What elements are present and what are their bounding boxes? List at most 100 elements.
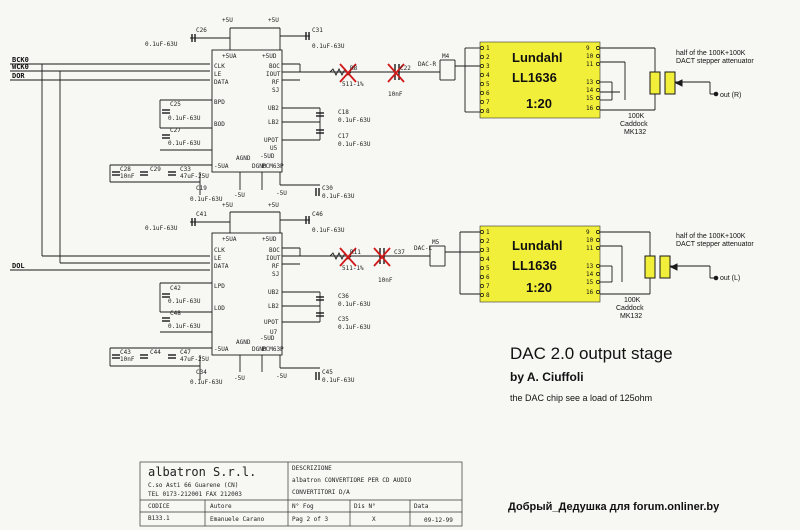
cap-ref: C28 <box>120 166 131 173</box>
transformer-pin-left: 1 <box>486 45 490 52</box>
power-bot-label: +5U <box>222 202 233 209</box>
resistor-ref-bot: R11 <box>350 249 361 256</box>
cap-val: 0.1uF-63U <box>168 323 201 330</box>
chip-bot-pin: BOC <box>269 247 280 254</box>
transformer-pin-left-dot <box>480 64 484 68</box>
nfog-value: Pag 2 of 3 <box>292 516 329 523</box>
atten-note-bot-2: DACT stepper attenuator <box>676 241 754 248</box>
chip-ref-top: U5 <box>270 145 278 152</box>
cap-val: 0.1uF-63U <box>312 43 345 50</box>
chip-top-pin: SJ <box>272 87 279 94</box>
chip-bot-pin: +5UA <box>222 236 237 243</box>
net-dac-l: DAC-L <box>414 245 432 252</box>
transformer-brand-bot: Lundahl <box>512 238 563 253</box>
neg-top-label: -5U <box>234 192 245 199</box>
chip-bot-pin: AGND <box>236 339 251 346</box>
transformer-pin-right-dot <box>596 246 600 250</box>
chip-top-pin: DGND <box>252 163 267 170</box>
transformer-brand-top: Lundahl <box>512 50 563 65</box>
chip-ref-bot: U7 <box>270 329 278 336</box>
transformer-pin-right: 10 <box>586 237 594 244</box>
chip-bot-pin: LB2 <box>268 303 279 310</box>
autore-value: Emanuele Carano <box>210 516 265 523</box>
cap-ref: C34 <box>196 369 207 376</box>
chip-bot-pin: UPOT <box>264 319 279 326</box>
transformer-pin-left: 3 <box>486 247 490 254</box>
transformer-pin-left: 1 <box>486 229 490 236</box>
cap-ref: C19 <box>196 185 207 192</box>
transformer-model-bot: LL1636 <box>512 258 557 273</box>
resistor-mk-bot: MK132 <box>620 313 642 320</box>
transformer-pin-right: 16 <box>586 289 594 296</box>
chip-bot-pin: +5UD <box>262 236 277 243</box>
atten-note-bot-1: half of the 100K+100K <box>676 233 746 240</box>
chip-top-pin: UB2 <box>268 105 279 112</box>
transformer-pin-right: 14 <box>586 87 594 94</box>
cap-out-val-top: 10nF <box>388 91 403 98</box>
cap-val: 0.1uF-63U <box>312 227 345 234</box>
transformer-pin-right: 10 <box>586 53 594 60</box>
transformer-pin-left: 6 <box>486 90 490 97</box>
chip-top-pin: IOUT <box>266 71 281 78</box>
transformer-pin-right: 16 <box>586 105 594 112</box>
transformer-pin-right-dot <box>596 88 600 92</box>
chip-bot-pin: -5UD <box>260 335 275 342</box>
dis-label: Dis N° <box>354 503 376 510</box>
chip-bot-pin: LOD <box>214 305 225 312</box>
resistor-100k-bot: 100K <box>624 297 641 304</box>
load-caption: the DAC chip see a load of 125ohm <box>510 393 653 403</box>
cap-ref: C18 <box>338 109 349 116</box>
cap-ref: C33 <box>180 166 191 173</box>
transformer-pin-left-dot <box>480 239 484 243</box>
output-right-label: out (R) <box>720 92 741 99</box>
cap-val: 0.1uF-63U <box>168 140 201 147</box>
cap-val: 0.1uF-63U <box>168 298 201 305</box>
transformer-pin-right-dot <box>596 106 600 110</box>
cap-val: 10nF <box>120 173 135 180</box>
cap-ref: C42 <box>170 285 181 292</box>
cap-ref: C31 <box>312 27 323 34</box>
cap-val: 0.1uF-63U <box>168 115 201 122</box>
cap-out-ref-top: C22 <box>400 65 411 72</box>
chip-top-pin: BPD <box>214 99 225 106</box>
resistor-mk-top: MK132 <box>624 129 646 136</box>
title-block-frame <box>139 461 463 527</box>
transformer-pin-right: 9 <box>586 45 590 52</box>
resistor-val-bot: 511-1% <box>342 265 364 272</box>
signal-dol: DOL <box>12 262 25 270</box>
transformer-pin-left: 7 <box>486 99 490 106</box>
chip-name-bot: PCM63P <box>262 346 284 353</box>
cap-val: 47uF-25U <box>180 173 209 180</box>
cap-val: 0.1uF-63U <box>338 117 371 124</box>
transformer-pin-left-dot <box>480 293 484 297</box>
transformer-pin-left-dot <box>480 109 484 113</box>
company-phone: TEL 0173-212001 FAX 212003 <box>148 491 242 498</box>
desc-label: DESCRIZIONE <box>292 465 332 472</box>
cap-out-ref-bot: C37 <box>394 249 405 256</box>
chip-bot-pin: RF <box>272 263 280 270</box>
transformer-pin-right: 14 <box>586 271 594 278</box>
transformer-pin-left-dot <box>480 275 484 279</box>
transformer-pin-right: 9 <box>586 229 590 236</box>
transformer-pin-left-dot <box>480 82 484 86</box>
module-bot: M5 <box>432 239 440 246</box>
transformer-pin-left: 3 <box>486 63 490 70</box>
cap-ref: C36 <box>338 293 349 300</box>
transformer-pin-right: 15 <box>586 279 594 286</box>
resistor-caddock-bot: Caddock <box>616 305 644 312</box>
cap-val: 47uF-25U <box>180 356 209 363</box>
autore-label: Autore <box>210 503 232 510</box>
cap-val: 10nF <box>120 356 135 363</box>
cap-ref: C44 <box>150 349 161 356</box>
transformer-bottom <box>479 225 601 303</box>
cap-ref: C29 <box>150 166 161 173</box>
transformer-pin-left-dot <box>480 73 484 77</box>
transformer-pin-left-dot <box>480 257 484 261</box>
power-top-label: +5U <box>222 17 233 24</box>
output-left-label: out (L) <box>720 275 740 282</box>
module-top: M4 <box>442 53 450 60</box>
atten-note-top-2: DACT stepper attenuator <box>676 58 754 65</box>
